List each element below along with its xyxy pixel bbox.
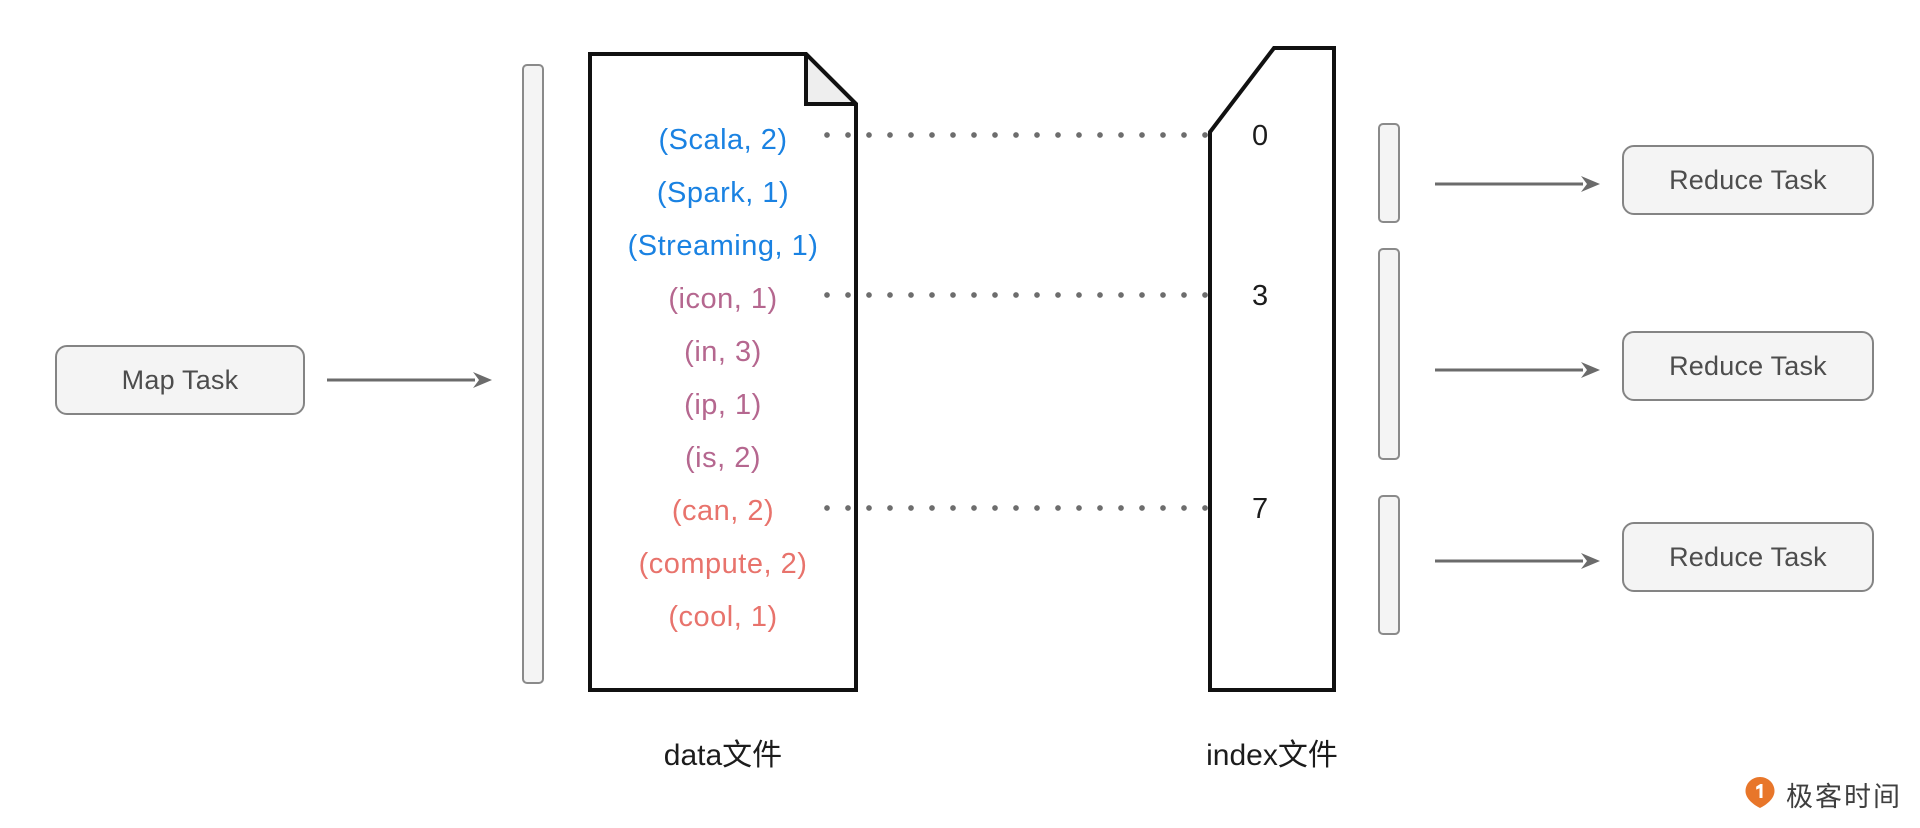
- arrow-to-reduce-task-2: [1435, 358, 1600, 382]
- partition-bar-3: [1378, 495, 1400, 635]
- arrow-map-to-data: [327, 368, 492, 392]
- index-offset-value: 3: [1252, 280, 1269, 312]
- index-file-shape: [1208, 46, 1336, 692]
- watermark-text: 极客时间: [1786, 782, 1902, 812]
- map-task-label: Map Task: [121, 364, 239, 395]
- dotted-connector-offset-0: [824, 132, 1244, 139]
- reduce-task-label: Reduce Task: [1669, 164, 1827, 195]
- partition-bar-2: [1378, 248, 1400, 460]
- data-file-shape: [588, 52, 858, 692]
- reduce-task-label: Reduce Task: [1669, 350, 1827, 381]
- dotted-connector-offset-3: [824, 292, 1244, 299]
- reduce-task-box-3[interactable]: Reduce Task: [1622, 522, 1874, 592]
- index-offset-value: 0: [1252, 120, 1269, 152]
- map-output-buffer-bar: [522, 64, 544, 684]
- reduce-task-box-2[interactable]: Reduce Task: [1622, 331, 1874, 401]
- location-pin-icon: [1743, 775, 1777, 814]
- arrow-to-reduce-task-1: [1435, 172, 1600, 196]
- index-file-caption: index文件: [1206, 739, 1338, 772]
- partition-bar-1: [1378, 123, 1400, 223]
- arrow-to-reduce-task-3: [1435, 549, 1600, 573]
- index-offset-value: 7: [1252, 493, 1269, 525]
- map-task-box[interactable]: Map Task: [55, 345, 305, 415]
- data-file-caption: data文件: [663, 739, 783, 772]
- reduce-task-box-1[interactable]: Reduce Task: [1622, 145, 1874, 215]
- reduce-task-label: Reduce Task: [1669, 541, 1827, 572]
- watermark: 极客时间: [1743, 775, 1902, 814]
- dotted-connector-offset-7: [824, 505, 1244, 512]
